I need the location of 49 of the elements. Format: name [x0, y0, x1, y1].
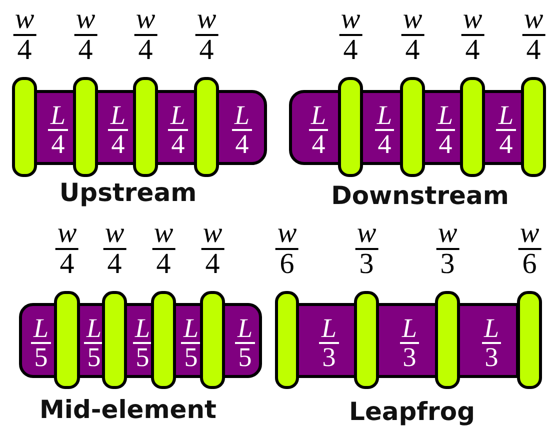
- ring-band: [54, 291, 80, 389]
- fraction-label: w 6: [275, 219, 299, 279]
- fraction-label: w 4: [194, 5, 218, 65]
- ring-band: [460, 77, 485, 177]
- fraction-label: L 4: [100, 95, 136, 165]
- ring-band: [194, 77, 219, 177]
- fraction-label: w 4: [102, 219, 126, 279]
- ring-band: [102, 291, 127, 389]
- fraction-label: w 4: [400, 5, 424, 65]
- caption: Leapfrog: [349, 397, 475, 426]
- fraction-label: L 3: [381, 308, 438, 378]
- fraction-label: L 3: [463, 308, 520, 378]
- fraction-label: L 5: [228, 308, 262, 378]
- fraction-label: w 6: [518, 219, 542, 279]
- fraction-label: L 4: [366, 95, 403, 165]
- fraction-label: w 4: [12, 5, 36, 65]
- fraction-label: w 4: [55, 219, 79, 279]
- fraction-label: w 4: [74, 5, 98, 65]
- fraction-label: w 3: [354, 219, 378, 279]
- fraction-label: w 4: [200, 219, 224, 279]
- ring-band: [133, 77, 158, 177]
- fraction-label: w 4: [152, 219, 176, 279]
- caption: Mid-element: [40, 395, 216, 424]
- ring-band: [151, 291, 176, 389]
- fraction-label: L 5: [24, 308, 58, 378]
- ring-band: [73, 77, 98, 177]
- ring-band: [12, 77, 37, 177]
- ring-band: [517, 291, 542, 389]
- fraction-label: L 3: [301, 308, 357, 378]
- ring-band: [354, 291, 379, 389]
- ring-band: [275, 291, 299, 389]
- fraction-label: w 4: [338, 5, 362, 65]
- fraction-label: w 4: [522, 5, 546, 65]
- ring-band: [400, 77, 425, 177]
- fraction-label: w 4: [134, 5, 158, 65]
- fraction-label: L 4: [296, 95, 341, 165]
- fraction-label: L 4: [221, 95, 263, 165]
- fraction-label: L 4: [428, 95, 463, 165]
- ring-band: [200, 291, 225, 389]
- fraction-label: L 4: [40, 95, 76, 165]
- caption: Upstream: [59, 178, 197, 207]
- fraction-label: L 4: [160, 95, 196, 165]
- fraction-label: w 3: [436, 219, 460, 279]
- fraction-label: L 4: [488, 95, 524, 165]
- ring-band: [435, 291, 460, 389]
- ring-band: [338, 77, 363, 177]
- caption: Downstream: [331, 181, 509, 210]
- ring-band: [521, 77, 546, 177]
- fraction-label: w 4: [460, 5, 484, 65]
